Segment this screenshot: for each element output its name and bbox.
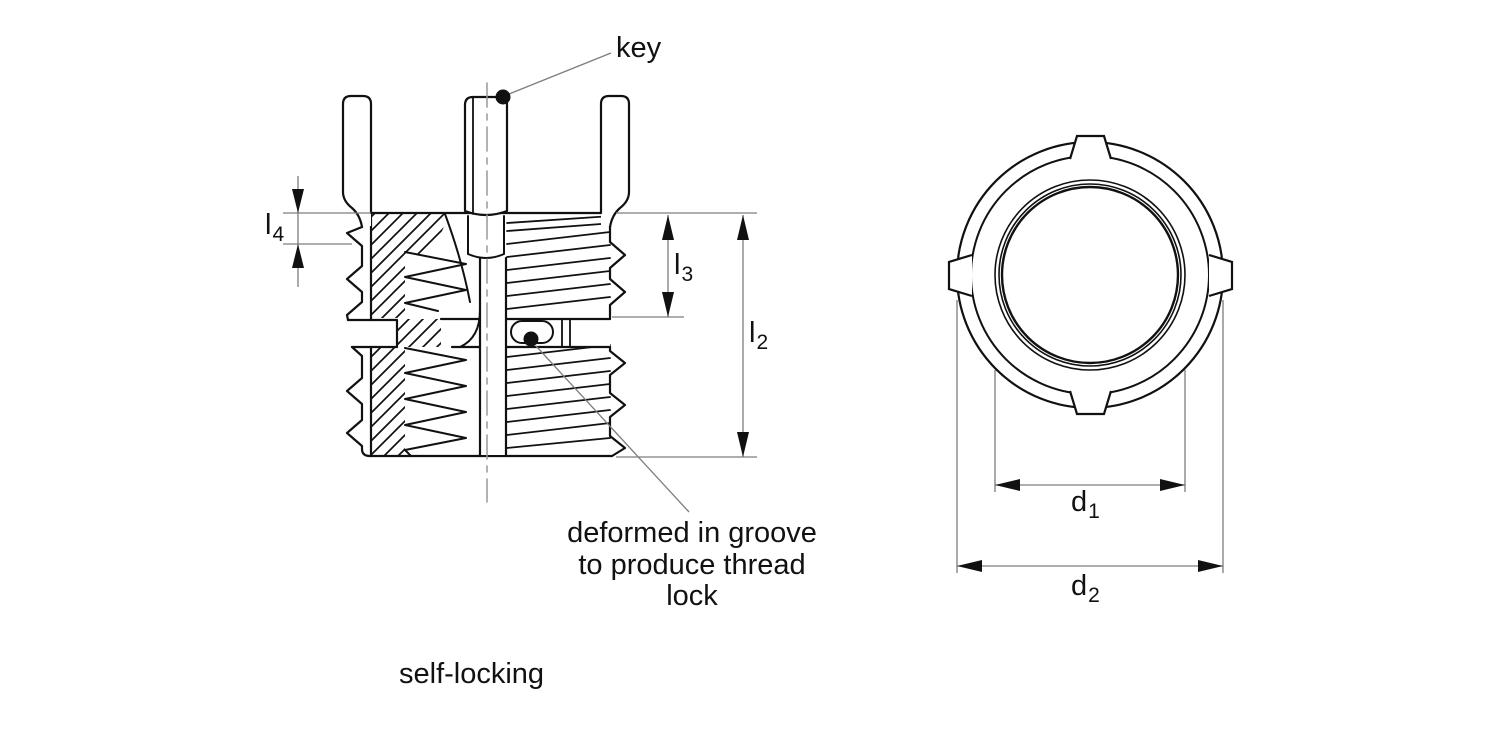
key-slot-curve xyxy=(444,213,471,303)
dim-d1-subscript: 1 xyxy=(1088,500,1100,523)
dim-l3-subscript: 3 xyxy=(681,263,694,286)
dim-d1-base: d xyxy=(1071,486,1088,518)
groove-slot xyxy=(510,320,554,344)
deformed-note-line1: deformed in groove xyxy=(567,517,817,549)
dim-l4-label: l4 xyxy=(265,209,284,246)
dim-l2-label: l2 xyxy=(749,317,768,354)
internal-thread-left xyxy=(404,213,471,457)
key-middle xyxy=(459,95,509,458)
dim-l4-base: l xyxy=(265,209,272,241)
dim-d1-lines xyxy=(994,370,1186,492)
key-left xyxy=(341,94,373,229)
dim-l2-lines xyxy=(616,215,757,458)
dimension-arrowheads xyxy=(292,189,1223,572)
key-leader-line xyxy=(508,52,612,95)
dim-d1-label: d1 xyxy=(1071,486,1100,523)
key-tabs xyxy=(947,134,1234,416)
dim-l2-subscript: 2 xyxy=(756,331,769,354)
key-leader-dot xyxy=(495,89,511,105)
dim-d2-subscript: 2 xyxy=(1088,584,1100,607)
dim-d2-label: d2 xyxy=(1071,570,1100,607)
dim-d2-lines xyxy=(956,300,1224,573)
dim-l3-base: l xyxy=(674,249,681,281)
deformed-note: deformed in groove to produce thread loc… xyxy=(552,517,832,613)
bore-circle-1 xyxy=(994,179,1186,371)
key-deformed-flare xyxy=(459,309,481,348)
figure-caption: self-locking xyxy=(399,658,545,690)
dim-d2-base: d xyxy=(1071,570,1088,602)
deformed-note-line2: to produce thread lock xyxy=(578,548,806,612)
bore-circle-2 xyxy=(998,183,1182,367)
internal-thread-right xyxy=(506,215,613,449)
thread-ring-circle xyxy=(970,155,1210,395)
deformed-spot-dot xyxy=(523,331,539,347)
hatch-regions xyxy=(372,214,448,456)
key-label: key xyxy=(616,32,662,64)
top-view xyxy=(947,134,1234,416)
dim-l2-base: l xyxy=(749,317,756,349)
key-right xyxy=(599,94,631,229)
dim-l4-subscript: 4 xyxy=(272,223,285,246)
deformed-leader-line xyxy=(535,345,690,513)
dim-l3-label: l3 xyxy=(674,249,693,286)
bore-circle-3 xyxy=(1000,185,1180,365)
dimension-lines xyxy=(283,52,1224,573)
section-view xyxy=(341,82,631,503)
outer-diameter-circle xyxy=(955,140,1225,410)
